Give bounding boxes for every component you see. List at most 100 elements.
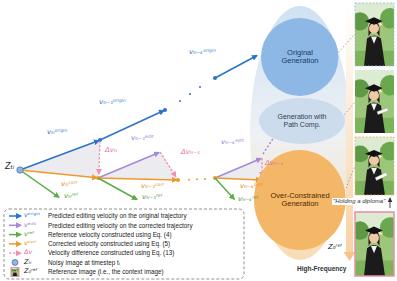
legend-entry: Reference image (i.e., the context image… (48, 268, 164, 275)
legend-text: Reference image (i.e., the context image… (48, 268, 164, 275)
legend-entry: Predicted editing velocity on the origin… (48, 212, 187, 219)
reference-photo (351, 212, 397, 276)
photo (351, 137, 397, 195)
legend-sample (10, 268, 20, 277)
legend-text: Noisy image at timestep tᵢ (48, 259, 120, 266)
legend-text: Corrected velocity constructed using Eq.… (48, 240, 170, 247)
photo-frame (355, 212, 394, 276)
dot (163, 108, 167, 112)
ref-arrow (98, 178, 137, 200)
legend-entry: Noisy image at timestep tᵢ (48, 259, 120, 266)
latent-symbol: Z₀ʳᵉᶠ (328, 244, 342, 252)
prompt-arrow (390, 198, 391, 208)
trajectory-dots (98, 76, 217, 142)
legend-sample (11, 268, 19, 277)
corr-arrow (215, 178, 261, 180)
velocity-label: vₜᵢ₋₁ʳᵉᶠ (141, 194, 164, 202)
delta-label: Δvₜᵢ₋₁ (180, 149, 201, 157)
latent-point (17, 167, 23, 173)
edit-arrow (98, 153, 159, 179)
legend-symbol: vᶜᵒʳʳ (24, 240, 36, 247)
photo (351, 3, 397, 66)
diploma (377, 108, 388, 115)
band (98, 152, 178, 180)
edit-arrow (215, 159, 261, 179)
velocity-label: vₜᵢ₋ₖᵒʳⁱᵍⁱⁿ (188, 49, 217, 57)
legend-symbol: Δv (24, 249, 32, 256)
photo-frame (355, 137, 394, 195)
legend-symbol: vᵒʳⁱᵍⁱⁿ (24, 212, 40, 219)
ellipse-text-group: Generation with Path Comp. (274, 113, 330, 129)
original-trajectory (20, 56, 257, 171)
frequency-arrowhead (344, 252, 356, 261)
edit-velocities (98, 134, 276, 178)
ellipse-text-group: Original Generation (275, 49, 325, 66)
corrected-trajectory (20, 170, 261, 180)
photo-frame (355, 3, 394, 66)
dot (199, 86, 201, 88)
dot (204, 178, 206, 180)
legend-sample (9, 253, 21, 254)
velocity-label: vₜᵢ₋₁ᵉᵈⁱᵗ (130, 135, 155, 143)
origin-arrow (215, 56, 257, 79)
band (215, 158, 262, 180)
velocity-label: vₜᵢ₋ₖʳᵉᶠ (238, 196, 259, 204)
dot (188, 179, 190, 181)
legend-text: Velocity difference constructed using Eq… (48, 249, 174, 256)
ellipse-label: Original Generation (275, 49, 325, 66)
legend-entry: Reference velocity constructed using Eq.… (48, 231, 172, 238)
corr-arrow (98, 178, 177, 180)
legend-text: Predicted editing velocity on the correc… (48, 222, 193, 229)
legend-entry: Predicted editing velocity on the correc… (48, 222, 193, 229)
legend-symbol: Zₜᵢ (24, 259, 32, 266)
leader-line (336, 34, 355, 55)
legend-sample (9, 234, 21, 236)
frequency-strip (346, 6, 353, 252)
dot (196, 178, 198, 180)
ellipse-fill (259, 98, 345, 144)
corr-arrow (20, 170, 97, 178)
legend-symbol: Z₀ʳᵉᶠ (24, 268, 37, 275)
photos (351, 3, 397, 276)
dot (176, 178, 180, 182)
legend-sample (12, 260, 18, 266)
velocity-label: vₜᵢ₋ₖᵉᵈⁱᵗ (220, 139, 245, 147)
velocity-label: vₜᵢ₋₁ᵒʳⁱᵍⁱⁿ (98, 99, 127, 107)
velocity-label: vₜᵢᵒʳⁱᵍⁱⁿ (46, 129, 68, 137)
legend-symbol: vʳᵉᶠ (24, 231, 34, 238)
legend-sample (9, 225, 21, 227)
axis-label: High-Frequency (297, 265, 346, 272)
legend-sample (9, 243, 21, 245)
velocity-label: vₜᵢʳᵉᶠ (63, 193, 79, 201)
latent-symbol: Zₜᵢ (4, 163, 15, 172)
dot (179, 100, 181, 102)
trajectory-dots (96, 176, 217, 182)
delta-label: Δvₜᵢ (104, 147, 118, 155)
legend-entry: Velocity difference constructed using Eq… (48, 249, 174, 256)
ellipse-text-group: Over-Constrained Generation (270, 192, 330, 209)
ref-arrow (20, 170, 59, 197)
legend-box (4, 209, 244, 279)
legend-frame (4, 209, 244, 279)
diploma (375, 173, 387, 181)
ellipse-label: Over-Constrained Generation (270, 192, 330, 209)
legend-text: Predicted editing velocity on the origin… (48, 212, 187, 219)
velocity-label: vₜᵢ₋₁ᶜᵒʳʳ (140, 183, 165, 191)
generation-ellipse: Generation with Path Comp. (259, 98, 345, 144)
delta-label: Δvₜᵢ₋ₖ (265, 160, 284, 168)
velocity-label: vₜᵢ₋ₖᶜᵒʳʳ (240, 183, 263, 191)
dot (189, 93, 191, 95)
band (20, 140, 100, 178)
legend-symbol: vᵉᵈⁱᵗ (24, 222, 36, 229)
legend-entry: Corrected velocity constructed using Eq.… (48, 240, 170, 247)
prompt-text: "Holding a diploma" (332, 198, 386, 205)
velocity-label: vₜᵢᶜᵒʳʳ (60, 181, 79, 189)
generation-ellipse: Original Generation (261, 18, 338, 96)
origin-arrow (20, 141, 99, 171)
legend-sample (9, 215, 21, 217)
photo (351, 70, 397, 133)
ellipse-label: Generation with Path Comp. (274, 113, 330, 129)
